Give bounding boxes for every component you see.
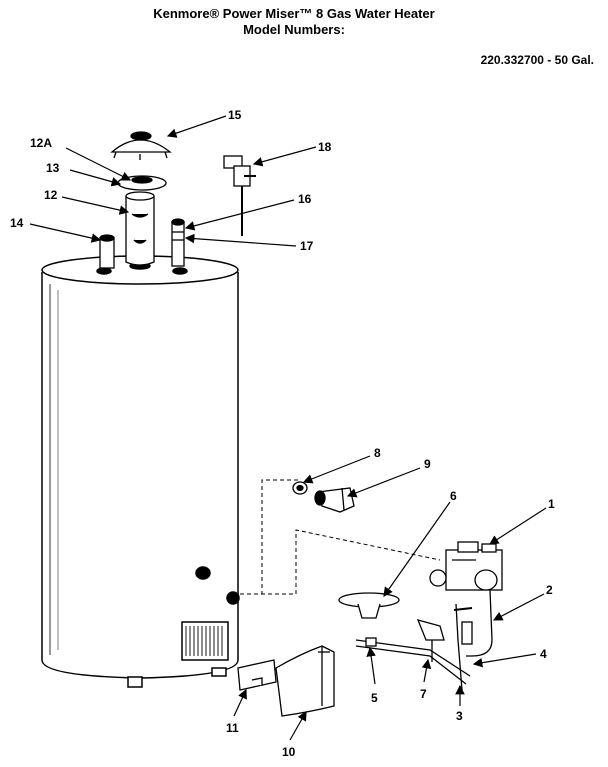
burner <box>338 592 400 619</box>
flue-assembly <box>110 131 172 266</box>
leader-lines <box>29 115 547 741</box>
gas-control-valve <box>429 541 503 591</box>
callout-8: 8 <box>374 446 381 460</box>
callout-11: 11 <box>226 721 239 735</box>
callout-10: 10 <box>282 745 296 759</box>
callout-2: 2 <box>546 583 553 597</box>
callout-9: 9 <box>424 457 431 471</box>
model-number: 220.332700 - 50 Gal. <box>480 53 594 67</box>
callout-13: 13 <box>46 161 60 175</box>
water-nipples <box>99 218 185 269</box>
model-numbers-label: Model Numbers: <box>243 22 345 37</box>
callout-1: 1 <box>548 497 555 511</box>
callout-15: 15 <box>228 108 242 122</box>
callout-3: 3 <box>456 709 463 723</box>
callout-14: 14 <box>10 216 24 230</box>
dashed-routing-lines <box>240 479 441 595</box>
callout-12a: 12A <box>30 136 52 150</box>
callout-17: 17 <box>300 239 314 253</box>
outer-door <box>275 645 335 717</box>
pilot-and-tubing <box>355 589 493 691</box>
tank <box>41 255 240 688</box>
callout-12: 12 <box>44 188 58 202</box>
callout-18: 18 <box>318 140 332 154</box>
callout-5: 5 <box>371 691 378 705</box>
callout-6: 6 <box>450 489 457 503</box>
diagram-title: Kenmore® Power Miser™ 8 Gas Water Heater <box>153 6 435 21</box>
callout-16: 16 <box>298 192 312 206</box>
callout-7: 7 <box>420 687 427 701</box>
relief-valve <box>223 155 256 236</box>
callout-4: 4 <box>540 647 547 661</box>
inner-door <box>237 659 277 691</box>
nipple-elbow <box>292 481 355 513</box>
